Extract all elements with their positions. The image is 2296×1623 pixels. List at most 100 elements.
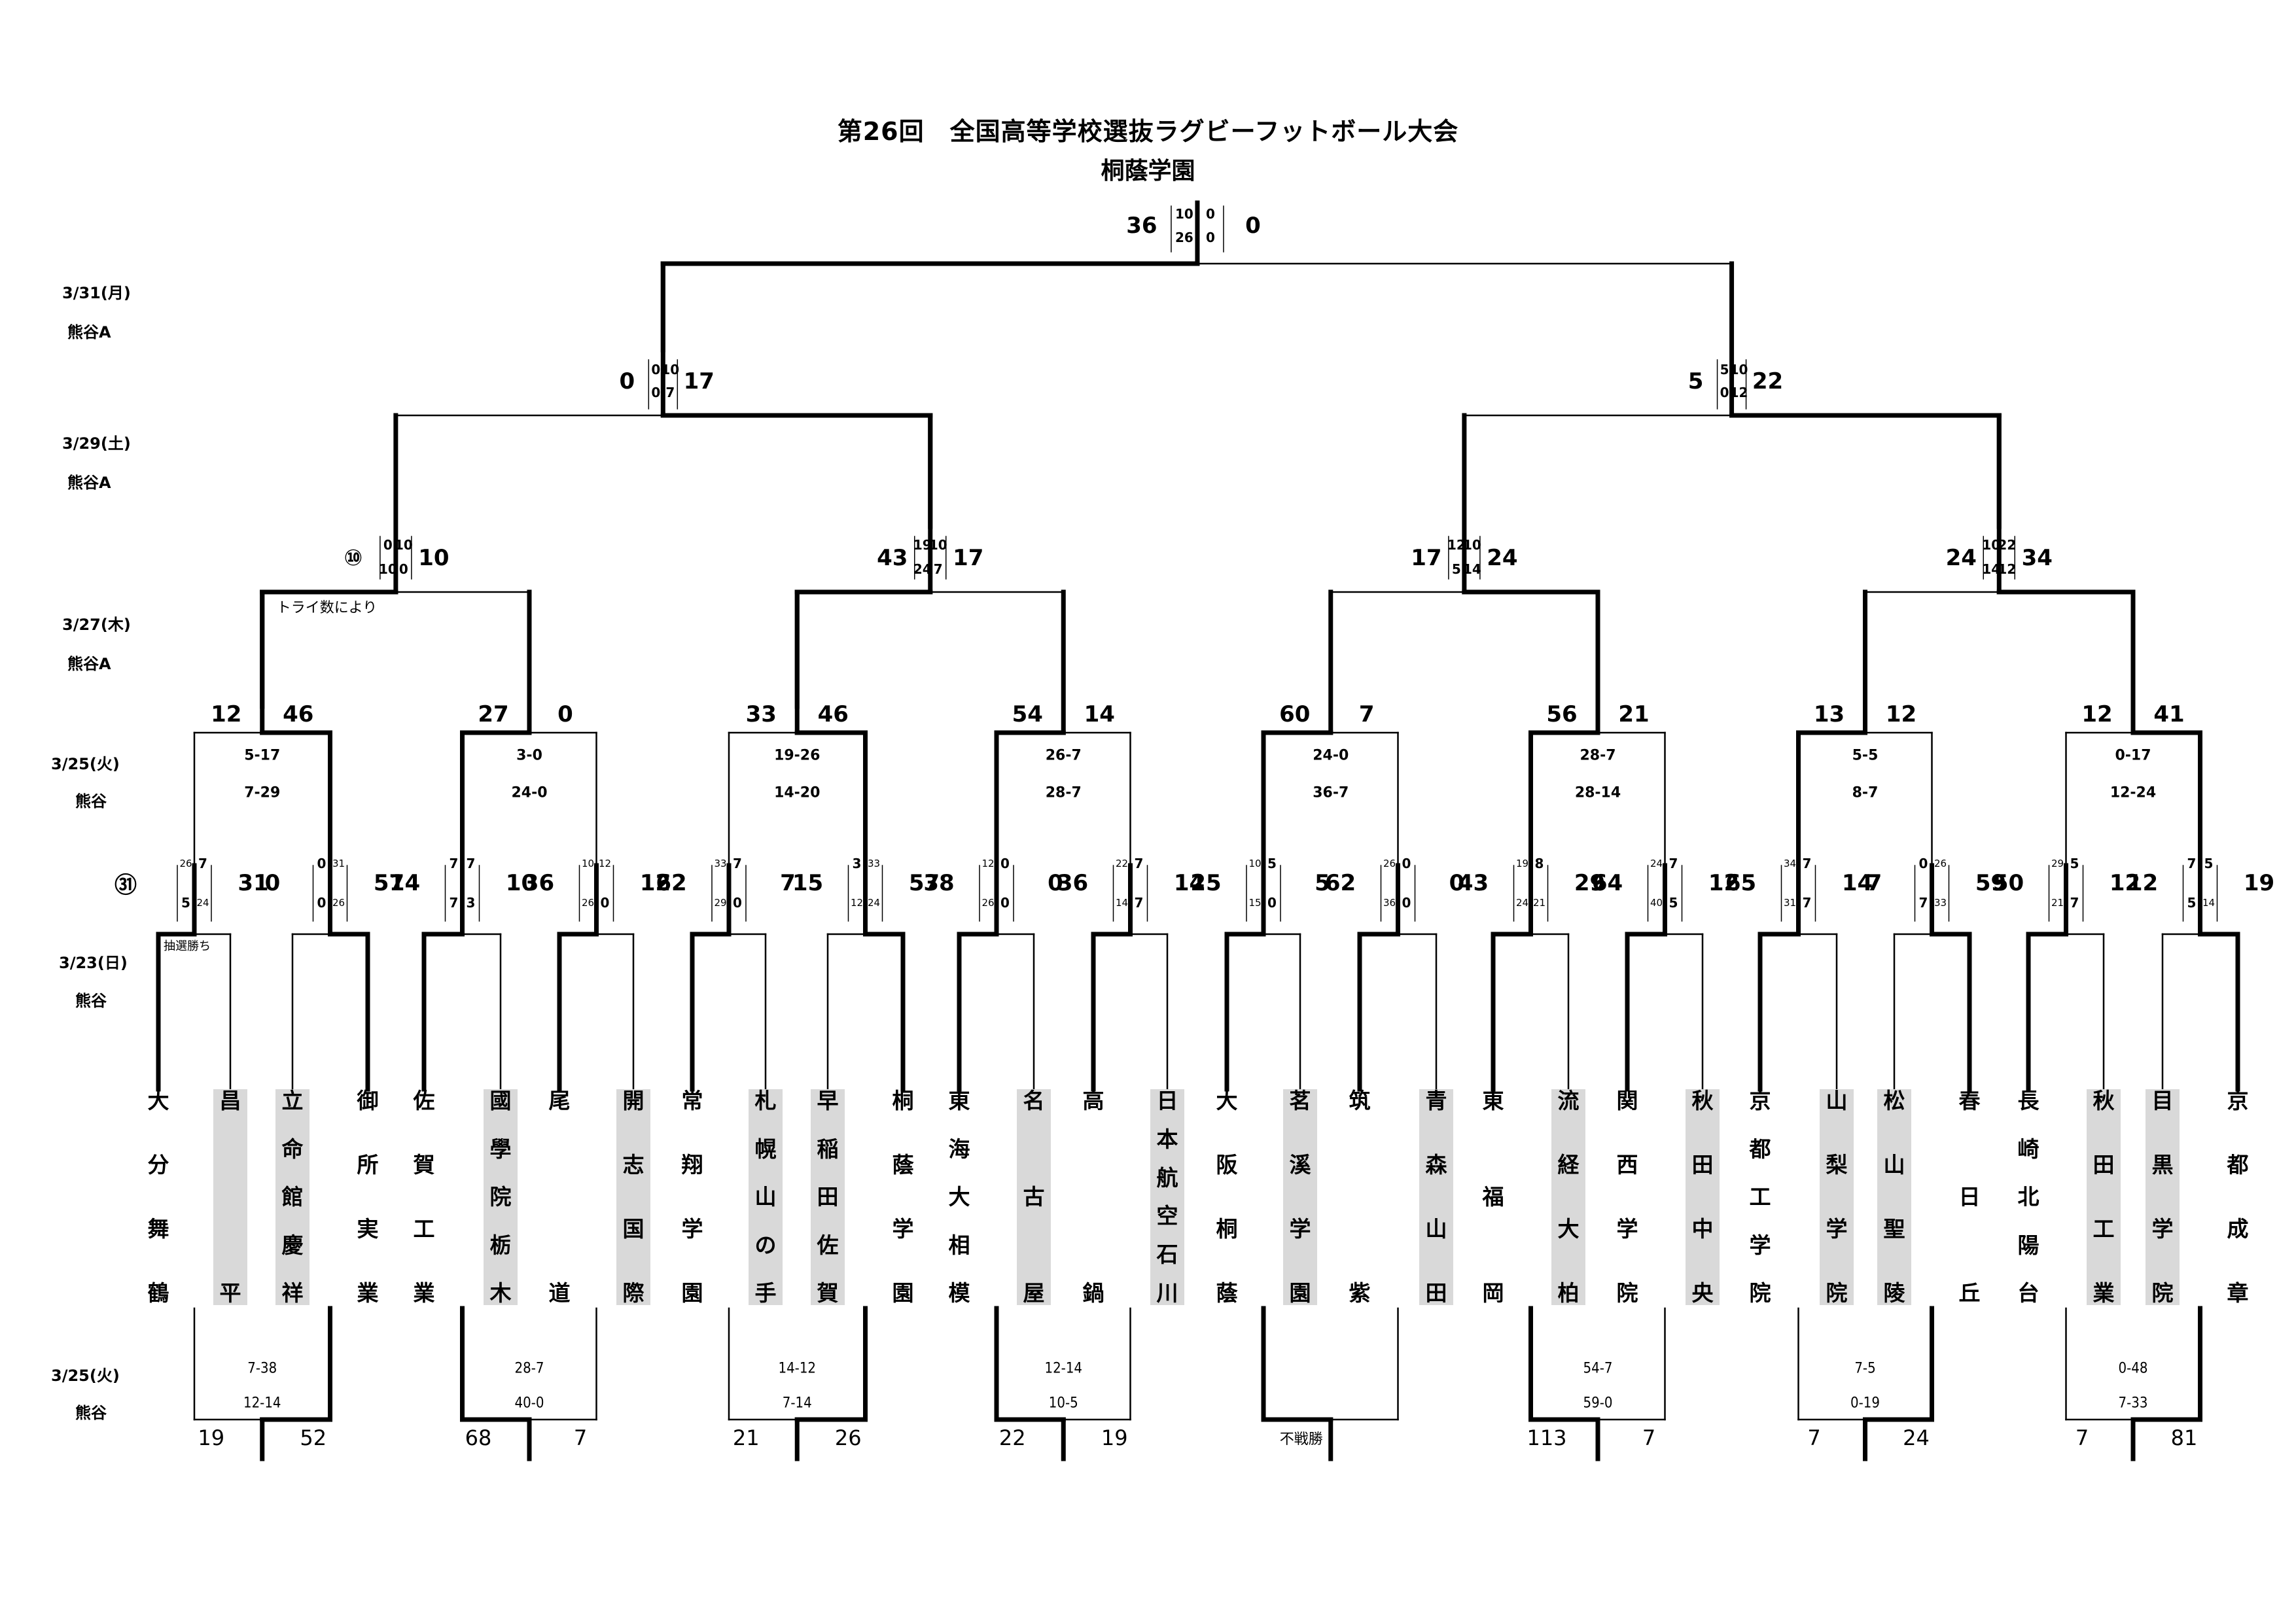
round1-right-half2: 7 bbox=[1802, 895, 1812, 911]
consolation-left-score: 7 bbox=[2075, 1425, 2089, 1450]
round1-right-half1: 8 bbox=[1534, 856, 1544, 871]
team-name-char: 常 bbox=[681, 1088, 703, 1113]
team-name-char: 佐 bbox=[817, 1232, 839, 1258]
team-name-char: 桐 bbox=[1216, 1216, 1238, 1242]
final-right-half2: 0 bbox=[1205, 230, 1215, 245]
semifinal-left-half1: 0 bbox=[651, 362, 661, 377]
round1-left-half1: 26 bbox=[1383, 858, 1396, 869]
team-name-char: 田 bbox=[817, 1184, 839, 1210]
team-name-char: 所 bbox=[357, 1152, 379, 1178]
team-name-char: 鶴 bbox=[147, 1280, 169, 1306]
round1-right-score: 31 bbox=[238, 870, 269, 896]
team-name: 長崎北陽台 bbox=[2011, 1089, 2045, 1305]
round3-left-score: 17 bbox=[1411, 545, 1442, 571]
round1-left-score: 0 bbox=[264, 870, 281, 896]
round1-left-half2: 36 bbox=[1383, 897, 1396, 909]
team-name-char: 御 bbox=[357, 1088, 379, 1113]
consolation-first-half: 54-7 bbox=[1583, 1360, 1613, 1377]
round1-left-half2: 7 bbox=[1918, 895, 1928, 911]
round1-left-score: 62 bbox=[1324, 870, 1356, 896]
round1-left-half2: 5 bbox=[181, 895, 190, 911]
team-name-char: 陽 bbox=[2017, 1232, 2040, 1258]
team-name-char: 園 bbox=[681, 1280, 703, 1306]
team-name: 常翔学園 bbox=[675, 1089, 709, 1305]
semifinal-right-half2: 12 bbox=[1729, 385, 1748, 400]
team-name-char: 栃 bbox=[489, 1232, 512, 1258]
team-name: 秋田中央 bbox=[1686, 1089, 1720, 1305]
round1-left-score: 12 bbox=[2127, 870, 2159, 896]
round1-left-half1: 7 bbox=[449, 856, 459, 871]
team-name-char: 阪 bbox=[1216, 1152, 1238, 1178]
team-name-char: 賀 bbox=[817, 1280, 839, 1306]
round1-left-half1: 26 bbox=[179, 858, 192, 869]
round1-left-score: 25 bbox=[1190, 870, 1222, 896]
round1-left-half2: 40 bbox=[1650, 897, 1663, 909]
team-name-char: 院 bbox=[1749, 1280, 1771, 1306]
round1-note: 抽選勝ち bbox=[164, 939, 211, 953]
team-name: 東福岡 bbox=[1476, 1089, 1510, 1305]
consolation-note: 不戦勝 bbox=[1279, 1431, 1323, 1448]
team-name: 國學院栃木 bbox=[484, 1089, 518, 1305]
round3-left-half2: 24 bbox=[913, 561, 932, 577]
team-name-char: 本 bbox=[1156, 1126, 1178, 1152]
semifinal-right-half2: 7 bbox=[665, 385, 675, 400]
champion-name: 桐蔭学園 bbox=[1101, 158, 1195, 184]
round1-right-half2: 0 bbox=[733, 895, 742, 911]
team-name-char: 祥 bbox=[281, 1280, 304, 1306]
round2-right-score: 14 bbox=[1084, 701, 1115, 727]
round1-right-half2: 24 bbox=[196, 897, 209, 909]
consolation-right-score: 19 bbox=[1101, 1425, 1128, 1450]
team-name-char: 業 bbox=[357, 1280, 379, 1306]
team-name-char: 都 bbox=[1749, 1136, 1771, 1162]
schedule-venue-round1: 熊谷 bbox=[75, 992, 107, 1010]
team-name: 京都成章 bbox=[2221, 1089, 2255, 1305]
team-name-char: 秋 bbox=[1691, 1088, 1714, 1113]
team-name: 立命館慶祥 bbox=[275, 1089, 309, 1305]
schedule-date-quarterfinal: 3/27(木) bbox=[62, 616, 131, 634]
team-name-char: 分 bbox=[147, 1152, 169, 1178]
consolation-second-half: 40-0 bbox=[514, 1395, 544, 1412]
team-name-char: 國 bbox=[489, 1088, 512, 1113]
round1-right-half1: 7 bbox=[1802, 856, 1812, 871]
team-name-char: 台 bbox=[2017, 1280, 2040, 1306]
schedule-date-final: 3/31(月) bbox=[62, 284, 131, 302]
team-name-char: 溪 bbox=[1289, 1152, 1311, 1178]
team-name-char: 工 bbox=[2093, 1216, 2115, 1242]
team-name-char: 流 bbox=[1557, 1088, 1580, 1113]
team-name: 早稲田佐賀 bbox=[811, 1089, 845, 1305]
team-name-char: 工 bbox=[1749, 1184, 1771, 1210]
consolation-left-score: 113 bbox=[1527, 1425, 1567, 1450]
round3-left-half2: 10 bbox=[378, 561, 397, 577]
team-name-char: 大 bbox=[948, 1184, 970, 1210]
semifinal-right-score: 17 bbox=[683, 368, 715, 394]
round3-left-half2: 14 bbox=[1982, 561, 2001, 577]
team-name-char: 學 bbox=[489, 1136, 512, 1162]
team-name: 高鍋 bbox=[1076, 1089, 1110, 1305]
team-name: 昌平 bbox=[213, 1089, 247, 1305]
team-name: 尾道 bbox=[542, 1089, 576, 1305]
round2-right-score: 21 bbox=[1618, 701, 1650, 727]
round1-right-score: 59 bbox=[1975, 870, 2007, 896]
schedule-date-consolation: 3/25(火) bbox=[51, 1367, 120, 1385]
consolation-right-score: 24 bbox=[1903, 1425, 1930, 1450]
round1-right-half2: 0 bbox=[1402, 895, 1411, 911]
team-name-char: 経 bbox=[1557, 1152, 1580, 1178]
round1-right-half2: 21 bbox=[1532, 897, 1546, 909]
team-name-char: 岡 bbox=[1482, 1280, 1504, 1306]
round1-right-score: 12 bbox=[1708, 870, 1740, 896]
round2-second-half: 28-7 bbox=[1045, 784, 1082, 801]
team-name-char: 相 bbox=[948, 1232, 970, 1258]
team-name: 筑紫 bbox=[1343, 1089, 1377, 1305]
team-name-char: 田 bbox=[1425, 1280, 1447, 1306]
team-name-char: 蔭 bbox=[1216, 1280, 1238, 1306]
team-name-char: 成 bbox=[2227, 1216, 2249, 1242]
round1-right-half2: 26 bbox=[332, 897, 345, 909]
consolation-second-half: 0-19 bbox=[1850, 1395, 1880, 1412]
round1-right-score: 5 bbox=[1315, 870, 1330, 896]
final-left-half2: 26 bbox=[1175, 230, 1193, 245]
semifinal-left-score: 0 bbox=[619, 368, 635, 394]
round1-right-half1: 7 bbox=[466, 856, 476, 871]
round2-first-half: 5-17 bbox=[244, 747, 281, 764]
round3-right-half2: 0 bbox=[398, 561, 408, 577]
round3-left-score: 43 bbox=[877, 545, 908, 571]
